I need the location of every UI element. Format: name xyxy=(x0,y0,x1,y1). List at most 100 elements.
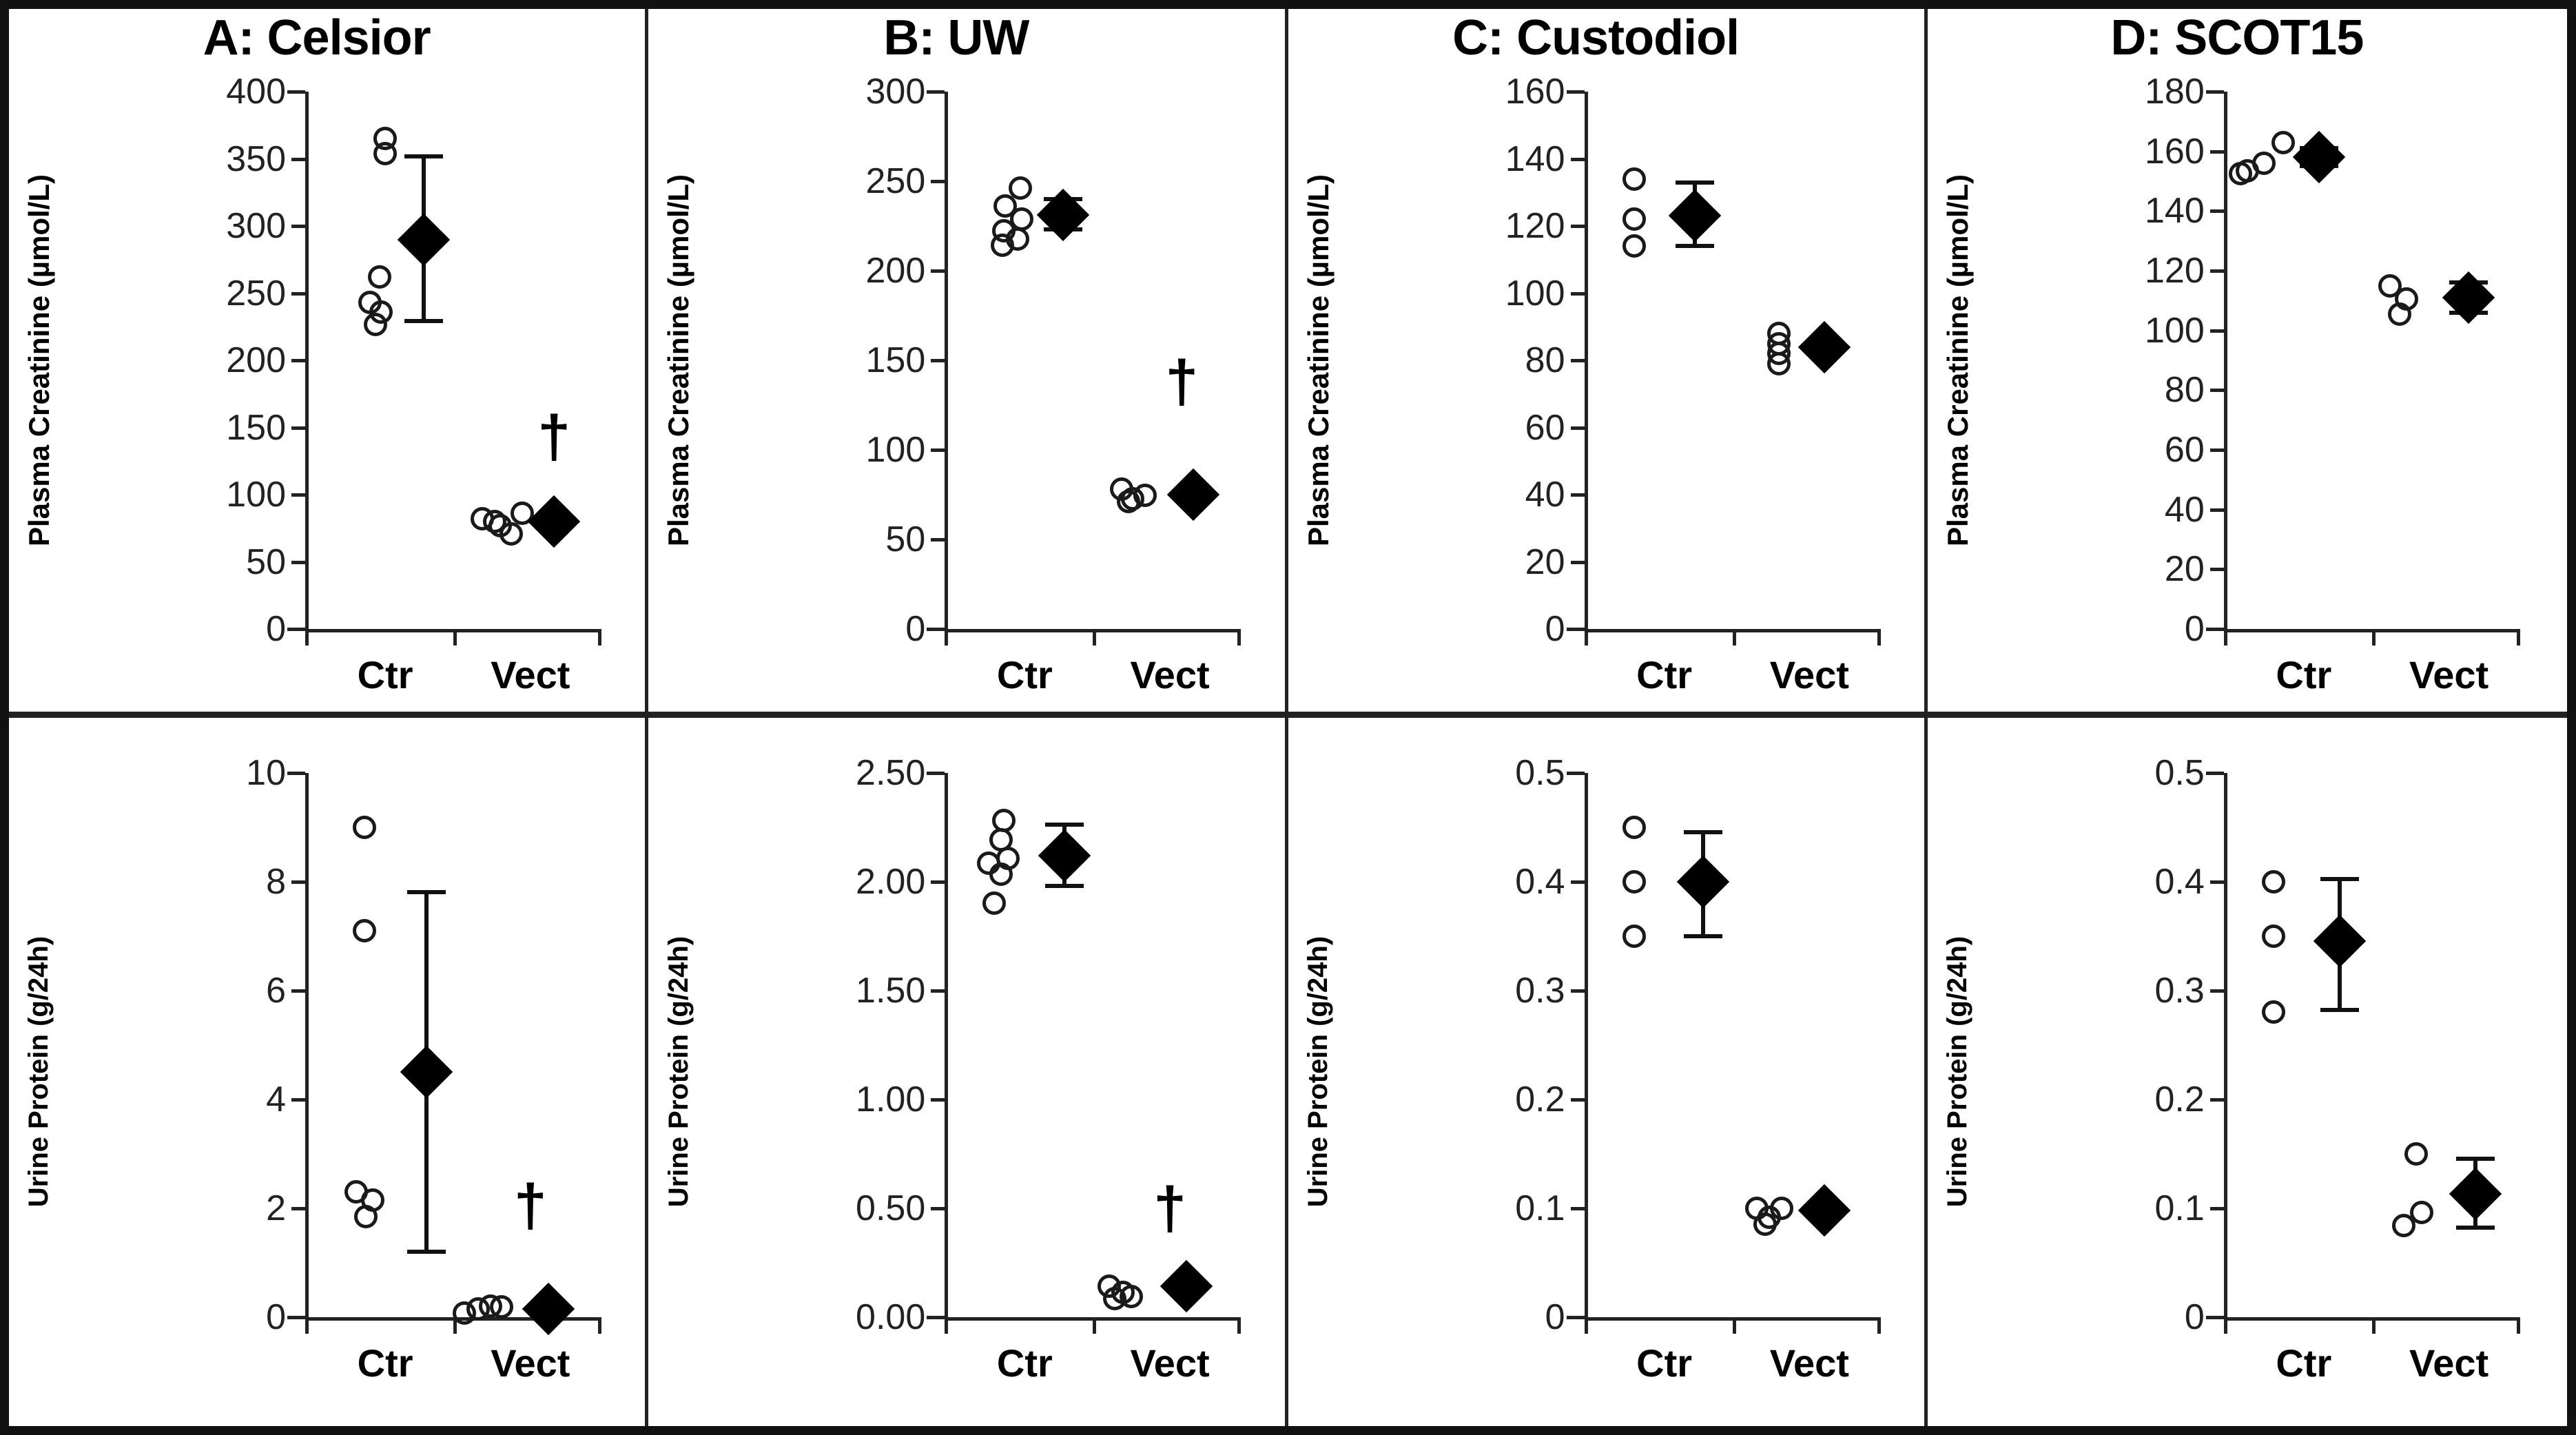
significance-dagger: † xyxy=(1153,1175,1186,1241)
y-tick-label: 0 xyxy=(2184,609,2205,649)
data-point xyxy=(373,141,398,165)
data-point xyxy=(489,1295,513,1319)
y-tick-label: 0.50 xyxy=(856,1188,926,1228)
data-point xyxy=(353,918,377,942)
y-axis-title: Plasma Creatinine (µmol/L) xyxy=(19,9,60,712)
y-tick xyxy=(931,1097,945,1102)
y-tick xyxy=(1570,1206,1585,1210)
error-bar-cap xyxy=(2455,1157,2495,1162)
y-tick xyxy=(1570,291,1585,296)
y-tick xyxy=(287,628,305,631)
y-tick xyxy=(931,880,945,884)
y-tick-label: 0 xyxy=(266,1297,286,1337)
y-tick xyxy=(291,493,305,497)
x-tick xyxy=(1093,1317,1097,1334)
y-tick xyxy=(2209,329,2224,333)
data-point xyxy=(1117,489,1141,513)
y-tick xyxy=(1566,628,1585,631)
x-tick-label-ctr: Ctr xyxy=(996,653,1053,696)
y-tick-label: 150 xyxy=(226,407,286,448)
y-tick xyxy=(2209,989,2224,993)
y-tick xyxy=(2205,628,2224,631)
y-tick-label: 0.5 xyxy=(1515,752,1565,793)
y-tick-label: 400 xyxy=(226,72,286,112)
panel-title: B: UW xyxy=(883,10,1029,65)
y-tick xyxy=(927,90,945,94)
y-tick xyxy=(2209,508,2224,512)
data-point xyxy=(2228,162,2252,185)
y-tick xyxy=(291,1206,305,1210)
x-tick xyxy=(2371,1317,2376,1334)
error-bar-cap xyxy=(404,154,444,158)
x-tick xyxy=(1237,629,1241,646)
data-point xyxy=(354,1204,378,1228)
panel-title: C: Custodiol xyxy=(1452,10,1740,65)
y-tick xyxy=(931,989,945,993)
y-axis-line xyxy=(1584,92,1588,629)
y-tick xyxy=(287,1315,305,1319)
x-tick xyxy=(1877,1317,1881,1334)
data-point xyxy=(993,194,1018,218)
y-tick-label: 250 xyxy=(226,273,286,313)
mean-marker xyxy=(1798,320,1851,373)
y-tick-label: 250 xyxy=(865,161,926,201)
data-point xyxy=(482,509,506,533)
y-tick xyxy=(1570,359,1585,362)
y-tick xyxy=(2209,1097,2224,1102)
x-tick xyxy=(1732,1317,1736,1334)
x-tick-label-vect: Vect xyxy=(2409,1341,2489,1385)
y-axis-line xyxy=(945,92,949,629)
y-tick-label: 100 xyxy=(226,475,286,515)
y-tick-label: 0.00 xyxy=(856,1297,926,1337)
y-tick xyxy=(931,448,945,452)
y-tick-label: 0.3 xyxy=(1515,970,1565,1011)
y-tick-label: 100 xyxy=(2144,310,2205,351)
y-axis-title: Plasma Creatinine (µmol/L) xyxy=(658,9,699,712)
y-tick-label: 80 xyxy=(1525,340,1565,380)
y-axis-line xyxy=(945,772,949,1317)
data-point xyxy=(2409,1200,2433,1224)
y-tick-label: 0 xyxy=(905,609,926,649)
data-point xyxy=(2387,302,2411,326)
x-tick-label-ctr: Ctr xyxy=(2276,1341,2332,1385)
data-point xyxy=(2261,924,2285,948)
y-tick xyxy=(1570,989,1585,993)
y-tick xyxy=(931,1206,945,1210)
x-tick xyxy=(453,1317,457,1334)
x-tick-label-vect: Vect xyxy=(491,1341,570,1385)
data-point xyxy=(510,502,534,526)
x-tick xyxy=(2371,629,2376,646)
x-tick xyxy=(453,629,457,646)
y-tick xyxy=(2209,568,2224,572)
data-point xyxy=(1622,167,1646,191)
y-tick xyxy=(1570,426,1585,430)
y-tick-label: 0 xyxy=(2184,1297,2205,1337)
y-tick-label: 0.2 xyxy=(2154,1079,2205,1119)
x-tick xyxy=(2516,1317,2520,1334)
y-tick xyxy=(927,1315,945,1319)
x-tick xyxy=(598,1317,601,1334)
error-bar-cap xyxy=(404,319,444,324)
y-tick-label: 0.1 xyxy=(1515,1188,1565,1228)
x-tick xyxy=(1732,629,1736,646)
x-tick-label-vect: Vect xyxy=(1130,1341,1210,1385)
data-point xyxy=(1753,1212,1778,1237)
y-tick-label: 100 xyxy=(1505,273,1565,313)
data-point xyxy=(1622,234,1646,258)
y-tick-label: 120 xyxy=(2144,251,2205,291)
mean-marker xyxy=(1676,855,1729,908)
y-tick xyxy=(2209,448,2224,452)
panel-title: D: SCOT15 xyxy=(2110,10,2364,65)
x-tick-label-ctr: Ctr xyxy=(2276,653,2332,696)
mean-marker xyxy=(2442,271,2495,324)
y-tick xyxy=(2209,269,2224,273)
y-tick-label: 1.50 xyxy=(856,970,926,1011)
x-tick xyxy=(2516,629,2520,646)
y-tick-label: 8 xyxy=(266,861,286,902)
data-point xyxy=(2261,869,2285,894)
